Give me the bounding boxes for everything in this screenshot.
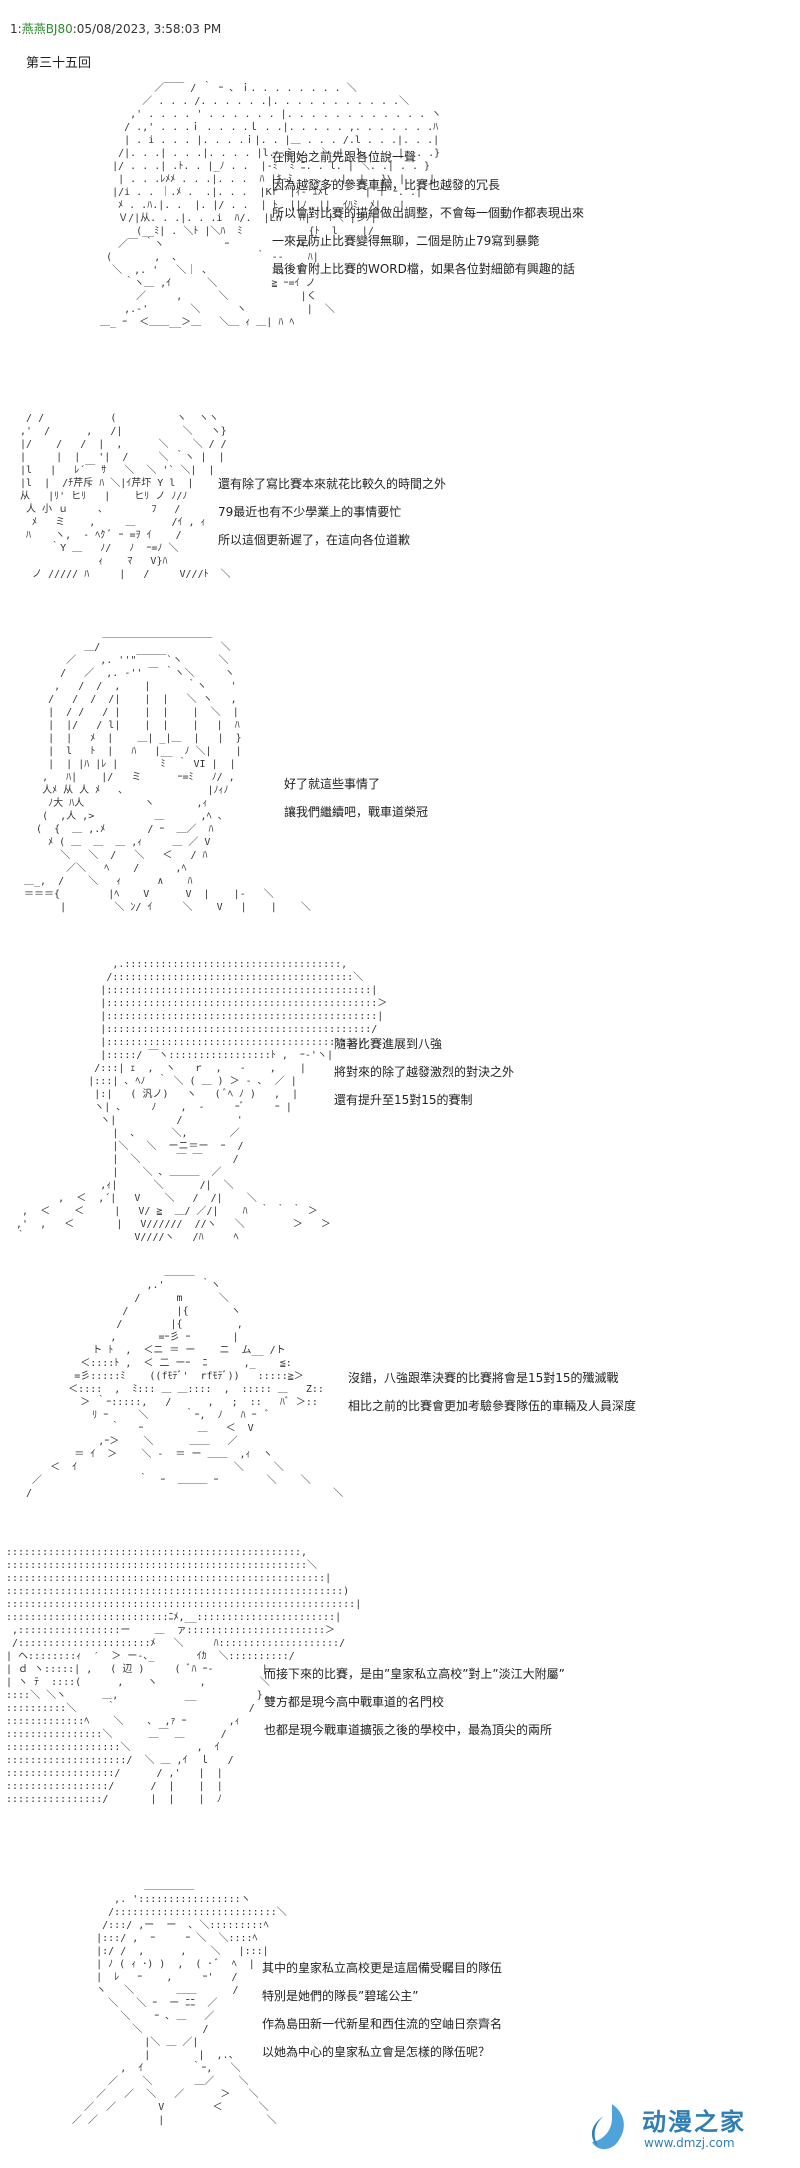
narration-panel-2: 還有除了寫比賽本來就花比較久的時間之外 79最近也有不少學業上的事情要忙 所以這… <box>218 470 446 554</box>
ascii-art-panel-3: ＿＿＿＿＿＿＿＿＿＿＿ ＿/ ＼ ／ ,. ''"￣￣￣`ヽ ＼ / ／ ,. … <box>24 629 311 913</box>
post-index: 1 <box>10 22 18 36</box>
chapter-title: 第三十五回 <box>26 56 92 71</box>
narration-line: 好了就這些事情了 <box>284 777 381 791</box>
ascii-art-panel-4: ,.::::::::::::::::::::::::::::::::::::, … <box>16 959 388 1243</box>
narration-line: 在開始之前先跟各位說一聲 <box>272 150 417 164</box>
narration-line: 隨著比賽進展到八強 <box>334 1037 443 1051</box>
narration-line: 雙方都是現今高中戰車道的名門校 <box>264 1695 445 1709</box>
narration-panel-1: 在開始之前先跟各位說一聲 因為越發多的參賽車輛，比賽也越發的冗長 所以會對比賽的… <box>272 143 584 283</box>
post-username[interactable]: 燕燕BJ80 <box>21 22 73 36</box>
watermark-brand: 动漫之家 <box>642 2108 746 2136</box>
narration-panel-6: 而接下來的比賽，是由”皇家私立高校”對上”淡江大附屬” 雙方都是現今高中戰車道的… <box>264 1660 565 1744</box>
narration-panel-3: 好了就這些事情了 讓我們繼續吧，戰車道榮冠 <box>284 770 428 826</box>
narration-line: 也都是現今戰車道擴張之後的學校中，最為頂尖的兩所 <box>264 1723 553 1737</box>
narration-panel-4: 隨著比賽進展到八強 將對來的除了越發激烈的對決之外 還有提升至15對15的賽制 <box>334 1030 514 1114</box>
post-timestamp: 05/08/2023, 3:58:03 PM <box>76 22 222 36</box>
ascii-art-panel-1: ／￣￣ / ｀ ｰ ､ ｉ. . . . . . . . ＼ ／ . . . /… <box>100 83 442 328</box>
narration-line: 所以會對比賽的描繪做出調整，不會每一個動作都表現出來 <box>272 206 585 220</box>
narration-line: 還有提升至15對15的賽制 <box>334 1093 473 1107</box>
narration-line: 將對來的除了越發激烈的對決之外 <box>334 1065 515 1079</box>
watermark-logo: 动漫之家 www.dmzj.com <box>582 2096 792 2160</box>
ascii-art-panel-7: ＿＿＿＿＿ ,. ':::::::::::::::::ヽ /::::::::::… <box>72 1881 287 2126</box>
narration-line: 沒錯，八強跟準決賽的比賽將會是15對15的殲滅戰 <box>348 1371 619 1385</box>
narration-line: 79最近也有不少學業上的事情要忙 <box>218 505 402 519</box>
narration-line: 特別是她們的隊長”碧瑤公主” <box>262 1989 419 2003</box>
narration-line: 所以這個更新遲了，在這向各位道歉 <box>218 533 411 547</box>
post-header: 1:燕燕BJ80:05/08/2023, 3:58:03 PM <box>10 22 222 36</box>
narration-line: 以她為中心的皇家私立會是怎樣的隊伍呢？ <box>262 2045 491 2059</box>
ascii-art-panel-5: ＿＿＿ ,.' ｀ヽ / m ＼ / |{ ヽ / |{ , , =ｰ彡 ｰ | <box>26 1267 344 1499</box>
narration-line: 一來是防止比賽變得無聊，二個是防止79寫到暴斃 <box>272 234 540 248</box>
narration-line: 讓我們繼續吧，戰車道榮冠 <box>284 805 429 819</box>
ascii-art-panel-2: / / ( ヽ ヽヽ ,' / , /| ＼ ヽ} |/ / / | , ＼ ＼… <box>20 413 231 580</box>
narration-line: 因為越發多的參賽車輛，比賽也越發的冗長 <box>272 178 501 192</box>
ascii-art-panel-6: ::::::::::::::::::::::::::::::::::::::::… <box>6 1547 362 1805</box>
brand-leaf-icon <box>591 2104 624 2150</box>
narration-line: 而接下來的比賽，是由”皇家私立高校”對上”淡江大附屬” <box>264 1667 565 1681</box>
narration-line: 作為島田新一代新星和西住流的空岫日奈齊名 <box>262 2017 503 2031</box>
watermark-url[interactable]: www.dmzj.com <box>644 2136 735 2150</box>
narration-line: 其中的皇家私立高校更是這屆備受矚目的隊伍 <box>262 1961 503 1975</box>
narration-line: 相比之前的比賽會更加考驗參賽隊伍的車輛及人員深度 <box>348 1399 637 1413</box>
narration-line: 還有除了寫比賽本來就花比較久的時間之外 <box>218 477 447 491</box>
narration-panel-5: 沒錯，八強跟準決賽的比賽將會是15對15的殲滅戰 相比之前的比賽會更加考驗參賽隊… <box>348 1364 636 1420</box>
narration-panel-7: 其中的皇家私立高校更是這屆備受矚目的隊伍 特別是她們的隊長”碧瑤公主” 作為島田… <box>262 1954 502 2066</box>
narration-line: 最後會附上比賽的WORD檔，如果各位對細節有興趣的話 <box>272 262 575 276</box>
